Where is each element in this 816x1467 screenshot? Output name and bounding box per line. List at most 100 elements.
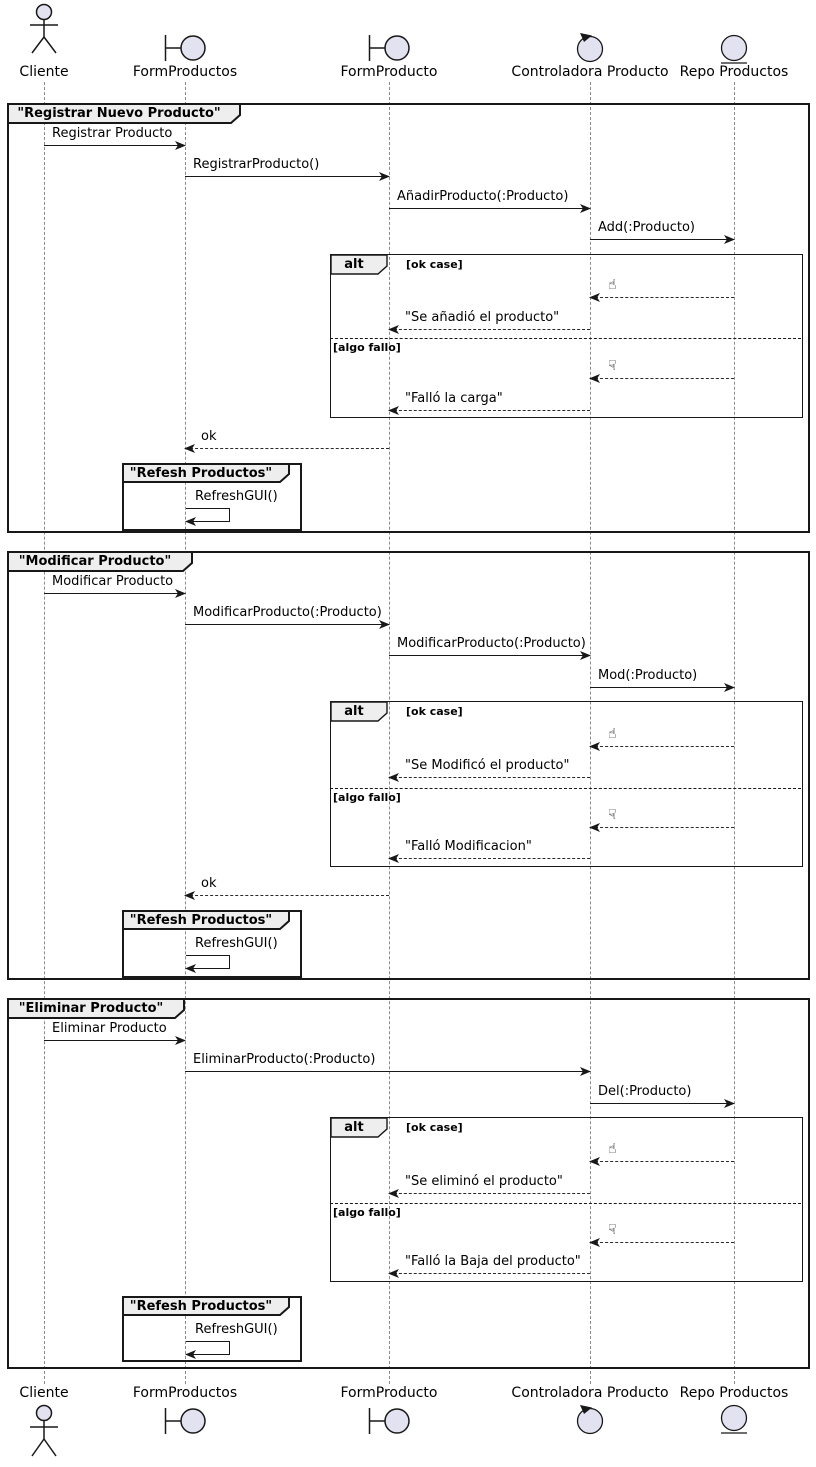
participant-label-formproductos: FormProductos bbox=[132, 1385, 238, 1401]
arrowhead bbox=[589, 742, 600, 751]
msg-line bbox=[44, 1040, 185, 1041]
msg-label: "Se eliminó el producto" bbox=[405, 1174, 563, 1189]
frame-modificar-producto bbox=[7, 551, 810, 980]
alt-operator-tab: alt bbox=[330, 1117, 388, 1138]
alt-fragment bbox=[330, 254, 803, 418]
msg-line bbox=[185, 624, 389, 625]
entity-icon bbox=[718, 34, 750, 72]
frame-title: "Refesh Productos" bbox=[129, 913, 273, 928]
arrowhead bbox=[589, 1238, 600, 1247]
arrowhead bbox=[724, 683, 735, 692]
actor-icon bbox=[24, 3, 64, 65]
participant-label-cliente: Cliente bbox=[19, 1385, 69, 1401]
msg-line bbox=[590, 746, 734, 747]
participant-label-formproductos: FormProductos bbox=[132, 64, 238, 80]
thumbs-up-icon: ☝ bbox=[608, 277, 617, 293]
frame-eliminar-producto bbox=[7, 998, 810, 1369]
alt-guard: [algo fallo] bbox=[333, 1206, 401, 1219]
alt-operator: alt bbox=[344, 704, 364, 719]
lifeline-repo-productos bbox=[734, 82, 735, 1384]
participant-label-formproducto: FormProducto bbox=[340, 64, 438, 80]
arrowhead bbox=[185, 517, 196, 526]
msg-line bbox=[590, 1103, 734, 1104]
boundary-icon bbox=[368, 1406, 412, 1440]
msg-label: Del(:Producto) bbox=[598, 1084, 692, 1099]
arrowhead bbox=[175, 1036, 186, 1045]
participant-label-repo: Repo Productos bbox=[679, 1385, 789, 1401]
lifeline-formproducto bbox=[389, 82, 390, 1384]
msg-line bbox=[590, 297, 734, 298]
msg-line bbox=[590, 827, 734, 828]
msg-line bbox=[185, 448, 389, 449]
self-msg-label: RefreshGUI() bbox=[195, 1322, 278, 1337]
boundary-icon bbox=[164, 1406, 208, 1440]
arrowhead bbox=[184, 891, 195, 900]
lifeline-cliente bbox=[44, 82, 45, 1384]
alt-guard: [ok case] bbox=[406, 705, 463, 718]
participant-label-controladora: Controladora Producto bbox=[511, 1385, 669, 1401]
msg-line bbox=[44, 145, 185, 146]
boundary-icon bbox=[368, 33, 412, 67]
arrowhead bbox=[589, 293, 600, 302]
frame-title-tab: "Refesh Productos" bbox=[122, 1296, 290, 1316]
arrowhead bbox=[580, 651, 591, 660]
msg-line bbox=[590, 239, 734, 240]
arrowhead bbox=[379, 620, 390, 629]
frame-title: "Eliminar Producto" bbox=[18, 1001, 164, 1016]
frame-title: "Refesh Productos" bbox=[129, 466, 273, 481]
msg-label: ModificarProducto(:Producto) bbox=[193, 605, 382, 620]
arrowhead bbox=[175, 141, 186, 150]
msg-label: "Falló la carga" bbox=[405, 391, 503, 406]
arrowhead bbox=[388, 325, 399, 334]
arrowhead bbox=[589, 374, 600, 383]
msg-label: ModificarProducto(:Producto) bbox=[397, 636, 586, 651]
participant-label-cliente: Cliente bbox=[19, 64, 69, 80]
participant-label-repo: Repo Productos bbox=[679, 64, 789, 80]
participant-label-controladora: Controladora Producto bbox=[511, 64, 669, 80]
arrowhead bbox=[388, 773, 399, 782]
alt-section-divider bbox=[330, 788, 801, 789]
alt-fragment bbox=[330, 701, 803, 867]
self-msg-label: RefreshGUI() bbox=[195, 489, 278, 504]
msg-label: RegistrarProducto() bbox=[193, 157, 320, 172]
msg-label: EliminarProducto(:Producto) bbox=[193, 1052, 376, 1067]
arrowhead bbox=[388, 1269, 399, 1278]
thumbs-down-icon: ☟ bbox=[608, 358, 617, 374]
arrowhead bbox=[589, 823, 600, 832]
msg-label: Registrar Producto bbox=[52, 126, 173, 141]
alt-operator: alt bbox=[344, 257, 364, 272]
msg-line bbox=[389, 655, 590, 656]
arrowhead bbox=[724, 1099, 735, 1108]
thumbs-down-icon: ☟ bbox=[608, 807, 617, 823]
alt-guard: [algo fallo] bbox=[333, 341, 401, 354]
frame-title-tab: "Modificar Producto" bbox=[7, 551, 193, 572]
msg-line bbox=[185, 1071, 590, 1072]
thumbs-up-icon: ☝ bbox=[608, 1141, 617, 1157]
alt-operator-tab: alt bbox=[330, 254, 388, 275]
alt-operator: alt bbox=[344, 1120, 364, 1135]
msg-line bbox=[590, 378, 734, 379]
arrowhead bbox=[184, 444, 195, 453]
alt-guard: [ok case] bbox=[406, 1121, 463, 1134]
thumbs-up-icon: ☝ bbox=[608, 726, 617, 742]
arrowhead bbox=[580, 1067, 591, 1076]
frame-title-tab: "Registrar Nuevo Producto" bbox=[7, 103, 241, 124]
self-msg-refreshgui bbox=[185, 955, 230, 973]
frame-title-tab: "Refesh Productos" bbox=[122, 463, 290, 483]
arrowhead bbox=[175, 589, 186, 598]
frame-registrar-nuevo-producto bbox=[7, 103, 810, 533]
msg-line bbox=[590, 1242, 734, 1243]
alt-guard: [algo fallo] bbox=[333, 791, 401, 804]
lifeline-formproductos bbox=[185, 82, 186, 1384]
boundary-icon bbox=[164, 33, 208, 67]
lifeline-controladora-producto bbox=[590, 82, 591, 1384]
msg-line bbox=[389, 777, 590, 778]
thumbs-down-icon: ☟ bbox=[608, 1222, 617, 1238]
msg-line bbox=[389, 208, 590, 209]
msg-label: "Falló la Baja del producto" bbox=[405, 1254, 581, 1269]
msg-line bbox=[389, 858, 590, 859]
msg-label: AñadirProducto(:Producto) bbox=[397, 189, 569, 204]
arrowhead bbox=[185, 964, 196, 973]
frame-title-tab: "Eliminar Producto" bbox=[7, 998, 185, 1019]
